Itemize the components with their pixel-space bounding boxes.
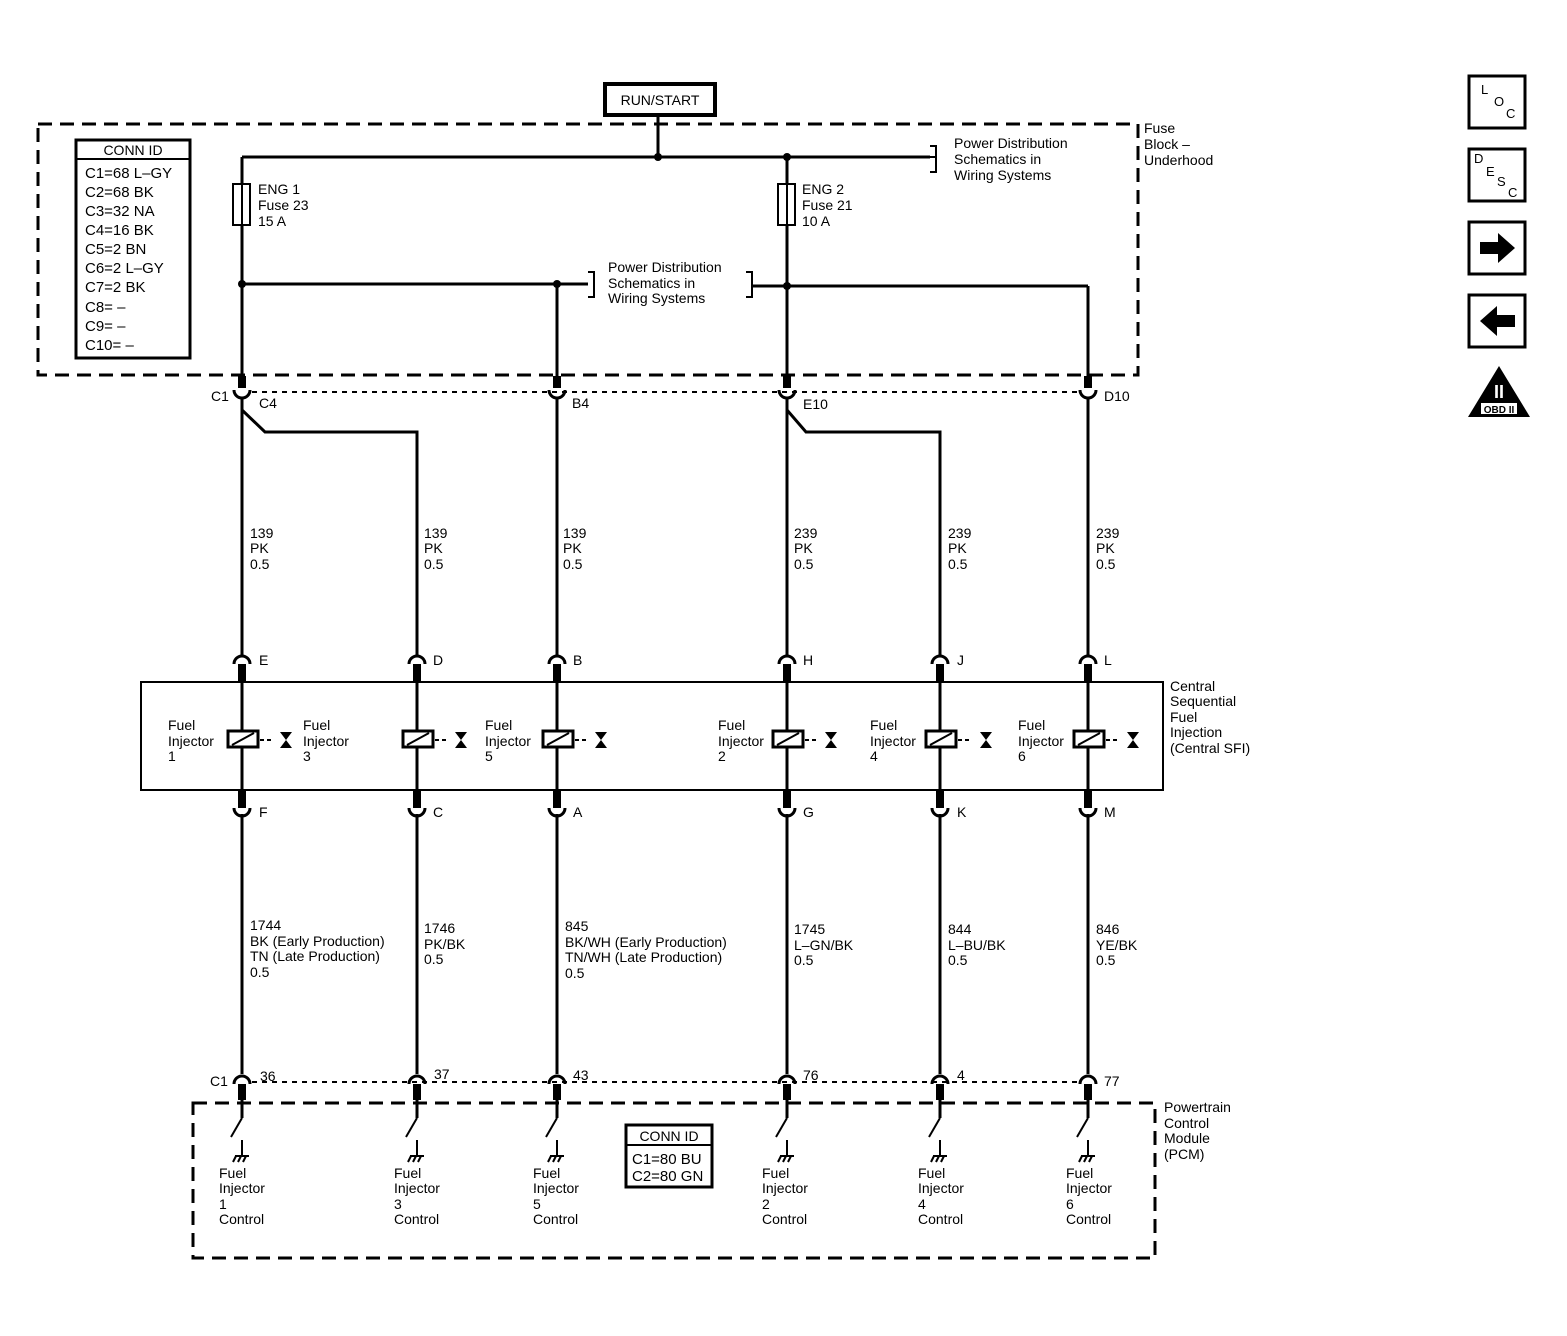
- prev-button[interactable]: [1467, 293, 1527, 349]
- svg-text:36: 36: [260, 1068, 276, 1084]
- pcm-switch-1-icon: [230, 1100, 249, 1163]
- pcm-conn-id: CONN ID C1=80 BU C2=80 GN: [624, 1123, 714, 1189]
- run-start-label: RUN/START: [621, 92, 700, 108]
- svg-text:L: L: [1104, 652, 1112, 668]
- injector-coil-2-icon: [771, 729, 837, 749]
- sfi-top-pins: E D B H J L: [232, 652, 1112, 682]
- sfi-name: Central Sequential Fuel Injection (Centr…: [1170, 678, 1250, 756]
- svg-text:C: C: [433, 804, 443, 820]
- svg-text:ENG 2 Fuse 21: ENG 2 Fuse 21 10 A: [802, 181, 856, 229]
- arrow-left-icon: [1480, 306, 1515, 336]
- fuse-block-connector: C1 C4 B4 E10 D10: [211, 376, 1130, 412]
- pcm-switch-5-icon: [545, 1100, 564, 1163]
- pcm-switch-4-icon: [928, 1100, 947, 1163]
- pcm-connector: C1 36 37 43 76 4 77: [210, 1066, 1120, 1100]
- svg-text:4: 4: [957, 1067, 965, 1083]
- fuse-eng2: ENG 2 Fuse 21 10 A: [777, 157, 856, 229]
- svg-text:A: A: [573, 804, 583, 820]
- fuse-eng1: ENG 1 Fuse 23 15 A: [232, 157, 312, 229]
- injector-coil-1-icon: [226, 729, 292, 749]
- svg-text:E: E: [259, 652, 268, 668]
- power-distribution-ref-top: Power Distribution Schematics in Wiring …: [954, 135, 1072, 183]
- svg-text:D10: D10: [1104, 388, 1130, 404]
- injector-coil-6-icon: [1072, 729, 1139, 749]
- injector-coil-4-icon: [924, 729, 992, 749]
- injector-coil-3-icon: [401, 729, 467, 749]
- svg-text:M: M: [1104, 804, 1116, 820]
- obd-ii-button[interactable]: II OBD II: [1468, 366, 1530, 417]
- arrow-right-icon: [1480, 233, 1515, 263]
- svg-text:CONN ID: CONN ID: [639, 1128, 698, 1144]
- power-distribution-ref-mid: Power Distribution Schematics in Wiring …: [608, 259, 726, 306]
- svg-text:B4: B4: [572, 395, 589, 411]
- run-start-supply: RUN/START: [603, 82, 717, 161]
- svg-text:C1: C1: [210, 1073, 228, 1089]
- svg-text:ENG 1 Fuse 23: ENG 1 Fuse 23 15 A: [258, 181, 312, 229]
- pcm-switch-6-icon: [1076, 1100, 1095, 1163]
- pcm-name: Powertrain Control Module (PCM): [1164, 1099, 1235, 1162]
- svg-text:H: H: [803, 652, 813, 668]
- svg-text:J: J: [957, 652, 964, 668]
- svg-text:E10: E10: [803, 396, 828, 412]
- desc-icon: D E S C: [1474, 151, 1517, 200]
- loc-icon: L O C: [1481, 82, 1515, 121]
- svg-text:D: D: [433, 652, 443, 668]
- svg-text:CONN ID: CONN ID: [103, 142, 162, 158]
- svg-text:37: 37: [434, 1066, 450, 1082]
- sfi-bottom-pins: F C A G K M: [232, 790, 1116, 820]
- svg-text:77: 77: [1104, 1073, 1120, 1089]
- desc-button[interactable]: D E S C: [1467, 147, 1527, 203]
- fuse-block-conn-id: CONN ID C1=68 L–GY C2=68 BK C3=32 NA C4=…: [74, 138, 192, 360]
- svg-text:F: F: [259, 804, 268, 820]
- svg-text:43: 43: [573, 1067, 589, 1083]
- injector-coil-5-icon: [541, 729, 607, 749]
- svg-text:C1=80 BU C2=80 GN: C1=80 BU C2=80 GN: [632, 1151, 706, 1185]
- svg-text:II: II: [1494, 382, 1504, 402]
- svg-text:C1: C1: [211, 388, 229, 404]
- svg-text:G: G: [803, 804, 814, 820]
- pcm-switch-3-icon: [405, 1100, 424, 1163]
- svg-text:B: B: [573, 652, 582, 668]
- loc-button[interactable]: L O C: [1467, 74, 1527, 130]
- svg-text:OBD II: OBD II: [1484, 405, 1515, 416]
- fuse-block-name: Fuse Block – Underhood: [1144, 120, 1213, 168]
- fuse-block-underhood: Fuse Block – Underhood CONN ID C1=68 L–G…: [36, 120, 1213, 380]
- svg-text:C1=68 L–GY C2=68 BK: C1=68 L–GY C2=68 BK C3=32 NA C4=16 BK C5…: [85, 165, 176, 354]
- pcm-switch-2-icon: [775, 1100, 794, 1163]
- central-sfi-module: Central Sequential Fuel Injection (Centr…: [140, 652, 1250, 820]
- svg-text:76: 76: [803, 1067, 819, 1083]
- svg-text:K: K: [957, 804, 967, 820]
- svg-text:C4: C4: [259, 395, 277, 411]
- next-button[interactable]: [1467, 220, 1527, 276]
